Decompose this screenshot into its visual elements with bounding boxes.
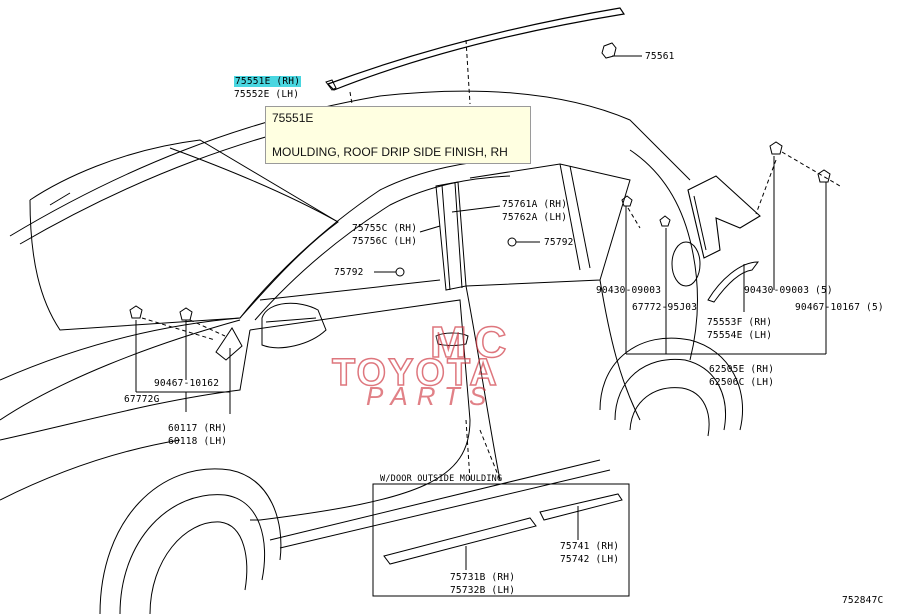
watermark-parts: PARTS (366, 381, 496, 411)
fuel-door (671, 241, 701, 287)
part-label-75761A[interactable]: 75761A (RH) (502, 199, 568, 210)
part-label-75792-left[interactable]: 75792 (334, 267, 364, 278)
inset-box (372, 483, 630, 597)
side-mirror (261, 302, 327, 349)
fender-garnish (215, 327, 243, 361)
roof-drip-moulding (326, 7, 626, 91)
rear-clip-group (621, 141, 841, 355)
front-clip-group (129, 305, 231, 414)
part-label-75742[interactable]: 75742 (LH) (560, 554, 620, 565)
front-wheel-arch (99, 468, 282, 614)
door-moulding-rear (539, 493, 623, 521)
windshield (29, 139, 339, 331)
door-moulding-front (383, 517, 537, 565)
clip-75561 (601, 42, 642, 59)
part-label-90430-09003[interactable]: 90430-09003 (596, 285, 662, 296)
part-label-90430-09003-5[interactable]: 90430-09003 (5) (744, 285, 833, 296)
rear-door (465, 163, 631, 287)
rear-pillar-garnish (687, 175, 761, 259)
rear-wheel-arch (599, 337, 744, 431)
inset-title: W/DOOR OUTSIDE MOULDING (380, 474, 503, 484)
front-door (249, 299, 471, 521)
part-label-75551E[interactable]: 75551E (RH) (234, 76, 302, 87)
part-label-75553F[interactable]: 75553F (RH) (707, 317, 773, 328)
part-label-67772-95J03[interactable]: 67772-95J03 (632, 302, 698, 313)
part-label-75756C[interactable]: 75756C (LH) (352, 236, 418, 247)
part-label-75741[interactable]: 75741 (RH) (560, 541, 620, 552)
part-tooltip: 75551E MOULDING, ROOF DRIP SIDE FINISH, … (265, 106, 531, 164)
rear-side-moulding (707, 261, 760, 303)
part-label-75552E[interactable]: 75552E (LH) (234, 89, 300, 100)
part-label-60117[interactable]: 60117 (RH) (168, 423, 228, 434)
watermark-toyota: TOYOTA (331, 351, 499, 395)
roof-drip-moulding-end (325, 79, 337, 91)
part-label-75762A[interactable]: 75762A (LH) (502, 212, 568, 223)
part-label-62505E[interactable]: 62505E (RH) (709, 364, 775, 375)
part-label-75554E[interactable]: 75554E (LH) (707, 330, 773, 341)
roof-outline (9, 90, 661, 237)
hood (0, 319, 241, 421)
part-label-90467-10167-5[interactable]: 90467-10167 (5) (795, 302, 884, 313)
part-label-60118[interactable]: 60118 (LH) (168, 436, 228, 447)
rocker (269, 459, 601, 541)
part-label-90467-10162[interactable]: 90467-10162 (154, 378, 220, 389)
part-label-75732B[interactable]: 75732B (LH) (450, 585, 516, 596)
tooltip-part-number: 75551E (272, 111, 314, 125)
part-label-75561[interactable]: 75561 (645, 51, 675, 62)
part-label-75755C[interactable]: 75755C (RH) (352, 223, 418, 234)
tooltip-description: MOULDING, ROOF DRIP SIDE FINISH, RH (272, 145, 508, 159)
watermark-mc: MC (429, 317, 515, 368)
part-label-75731B[interactable]: 75731B (RH) (450, 572, 516, 583)
part-label-75792-right[interactable]: 75792 (544, 237, 574, 248)
door-handle (435, 332, 469, 346)
part-label-62506C[interactable]: 62506C (LH) (709, 377, 775, 388)
part-label-67772G[interactable]: 67772G (124, 394, 160, 405)
diagram-id: 752847C (842, 595, 884, 606)
clip-75792 (374, 237, 540, 277)
rear-quarter (629, 149, 698, 361)
